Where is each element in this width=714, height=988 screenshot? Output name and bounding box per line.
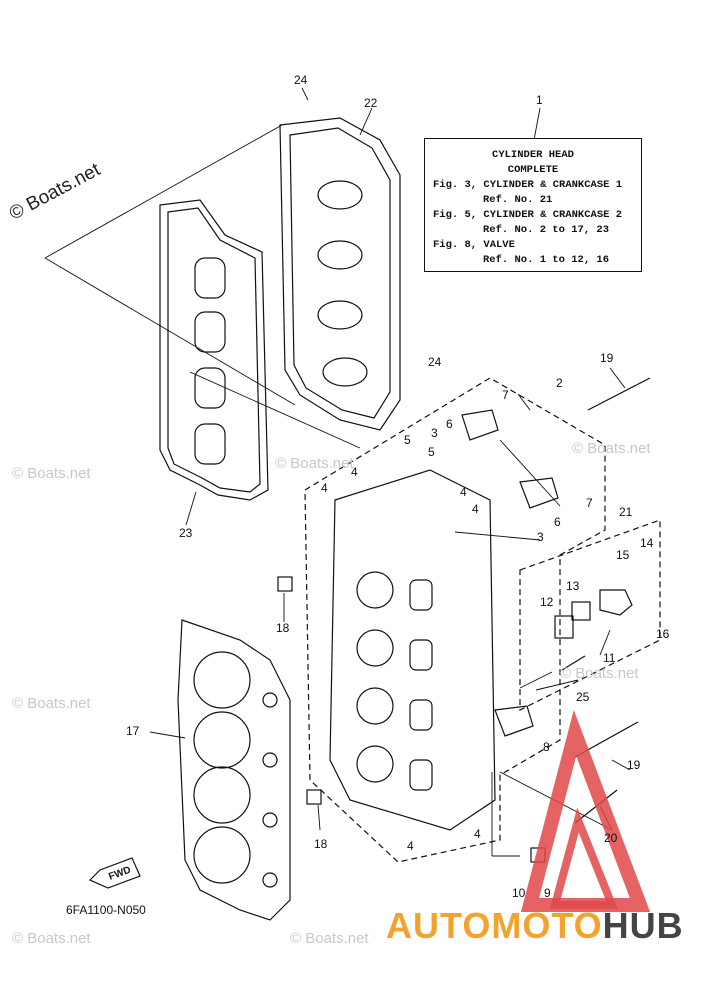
- callout-6: 6: [446, 417, 453, 431]
- info-line: Fig. 3, CYLINDER & CRANKCASE 1: [433, 179, 623, 191]
- watermark: © Boats.net: [290, 930, 369, 947]
- bolt: [587, 377, 651, 411]
- callout-19: 19: [627, 758, 641, 772]
- watermark: © Boats.net: [12, 695, 91, 712]
- subgroup-outline: [519, 519, 661, 711]
- callout-14: 14: [640, 536, 654, 550]
- bracket: [519, 477, 559, 509]
- valve-cover-gasket: [159, 199, 269, 501]
- callout-18: 18: [276, 621, 290, 635]
- info-line: COMPLETE: [507, 164, 559, 176]
- callout-4: 4: [407, 839, 414, 853]
- sensor-part: [554, 615, 574, 639]
- callout-4: 4: [472, 502, 479, 516]
- watermark: © Boats.net: [12, 465, 91, 482]
- callout-18: 18: [314, 837, 328, 851]
- callout-24: 24: [294, 73, 308, 87]
- bracket: [494, 705, 534, 737]
- info-line: Ref. No. 2 to 17, 23: [483, 224, 610, 236]
- info-line: Ref. No. 21: [483, 194, 553, 206]
- automotohub-logo: AUTOMOTOHUB: [386, 905, 706, 949]
- figure-code: 6FA1100-N050: [66, 903, 146, 917]
- thermostat-cover: [599, 589, 633, 616]
- valve-cover: [279, 117, 401, 431]
- callout-11: 11: [603, 651, 616, 665]
- callout-22: 22: [364, 96, 378, 110]
- callout-23: 23: [179, 526, 193, 540]
- callout-13: 13: [566, 579, 580, 593]
- callout-19: 19: [600, 351, 614, 365]
- callout-24: 24: [428, 355, 442, 369]
- logo-text-part1: AUTOMOTO: [386, 905, 603, 946]
- callout-3: 3: [431, 426, 438, 440]
- callout-4: 4: [351, 465, 358, 479]
- callout-1: 1: [536, 93, 543, 107]
- info-line: Fig. 5, CYLINDER & CRANKCASE 2: [433, 209, 623, 221]
- callout-20: 20: [604, 831, 618, 845]
- callout-25: 25: [576, 690, 590, 704]
- fwd-arrow-icon: [88, 857, 141, 889]
- callout-5: 5: [428, 445, 435, 459]
- temp-sensor: [561, 655, 586, 671]
- callout-15: 15: [616, 548, 630, 562]
- info-line: Ref. No. 1 to 12, 16: [483, 254, 610, 266]
- info-line: Fig. 8, VALVE: [433, 239, 515, 251]
- callout-6: 6: [554, 515, 561, 529]
- callout-10: 10: [512, 886, 526, 900]
- dowel-pin: [277, 576, 293, 592]
- dowel-pin: [306, 789, 322, 805]
- callout-2: 2: [556, 376, 563, 390]
- callout-4: 4: [474, 827, 481, 841]
- cylinder-head: [329, 469, 496, 831]
- watermark: © Boats.net: [560, 665, 639, 682]
- callout-9: 9: [544, 886, 551, 900]
- o-ring-part: [571, 601, 591, 621]
- callout-21: 21: [619, 505, 633, 519]
- logo-triangle-icon: [520, 709, 651, 912]
- callout-17: 17: [126, 724, 140, 738]
- watermark: © Boats.net: [572, 440, 651, 457]
- callout-12: 12: [540, 595, 554, 609]
- info-box: CYLINDER HEAD COMPLETE Fig. 3, CYLINDER …: [424, 138, 642, 272]
- watermark: © Boats.net: [12, 930, 91, 947]
- cylinder-head-gasket: [177, 619, 291, 921]
- bracket: [461, 409, 499, 441]
- callout-16: 16: [656, 627, 670, 641]
- callout-5: 5: [404, 433, 411, 447]
- callout-7: 7: [586, 496, 593, 510]
- logo-text-part2: HUB: [602, 905, 684, 946]
- callout-3: 3: [537, 530, 544, 544]
- group-outline: [304, 377, 606, 863]
- callout-4: 4: [321, 481, 328, 495]
- callout-4: 4: [460, 485, 467, 499]
- callout-7: 7: [502, 388, 509, 402]
- watermark: © Boats.net: [275, 455, 354, 472]
- leader-lines: [44, 87, 631, 857]
- callout-8: 8: [543, 740, 550, 754]
- info-line: CYLINDER HEAD: [492, 149, 574, 161]
